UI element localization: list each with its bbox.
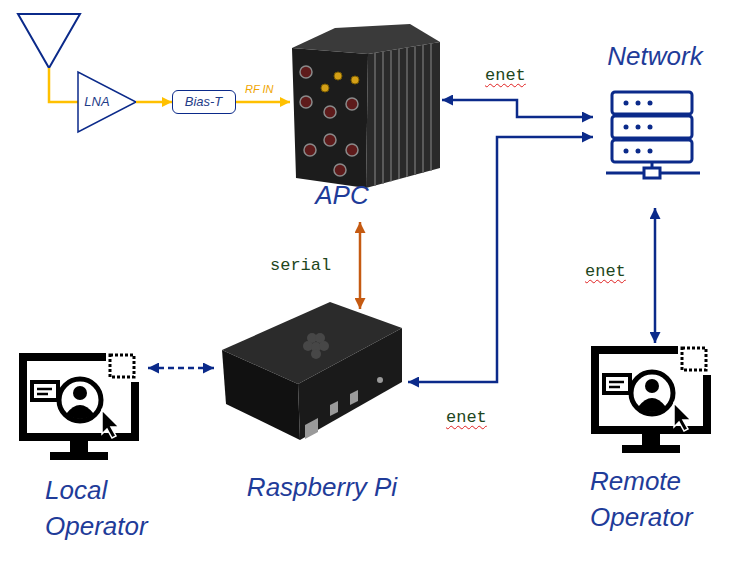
connector-label: enet — [485, 66, 526, 85]
node-title: Remote Operator — [590, 463, 725, 535]
connector — [442, 100, 593, 117]
antenna-symbol — [18, 14, 80, 102]
connector-label: enet — [446, 408, 487, 427]
operator-monitor — [23, 352, 140, 460]
node-title: Network — [595, 38, 715, 74]
connector-label: serial — [270, 256, 331, 275]
amplifier-outline — [78, 72, 136, 132]
raspberry-pi-case — [222, 302, 402, 440]
connector — [136, 101, 172, 104]
connector-label: RF IN — [245, 83, 274, 95]
connector — [408, 137, 593, 382]
connector-label: enet — [585, 262, 626, 281]
connector — [654, 208, 657, 343]
network-node: Network — [595, 88, 705, 206]
connector — [236, 101, 290, 104]
node-title: APC — [302, 177, 382, 213]
node-title: Raspberry Pi — [217, 469, 427, 505]
rf-wire — [49, 68, 78, 102]
apc-illustration — [292, 24, 440, 188]
operator-node: Local Operator — [18, 352, 146, 462]
amplifier-triangle: LNA — [78, 72, 136, 132]
process-box: Bias-T — [172, 90, 236, 114]
node-title: Local Operator — [45, 472, 175, 544]
device-node: Raspberry Pi — [218, 305, 404, 442]
operator-monitor — [595, 345, 712, 453]
connector — [148, 367, 214, 370]
device-node: APC — [288, 25, 440, 220]
node-title: Bias-T — [173, 94, 234, 110]
node-title: LNA — [78, 94, 116, 110]
server-icon — [606, 92, 700, 178]
operator-node: Remote Operator — [590, 345, 718, 457]
connector — [359, 222, 362, 309]
antenna-triangle — [18, 14, 80, 68]
